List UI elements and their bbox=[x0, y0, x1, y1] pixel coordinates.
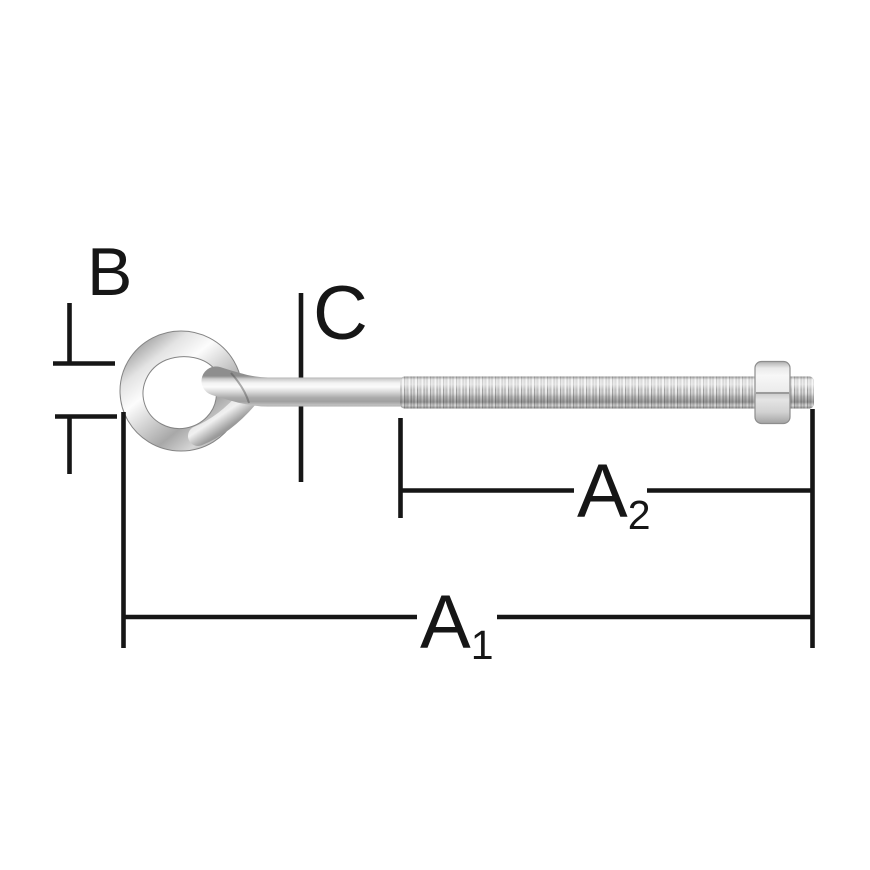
dimension-line-a1 bbox=[121, 409, 815, 648]
dim-label-a2-main: A bbox=[577, 449, 628, 534]
dim-label-a2-sub: 2 bbox=[628, 492, 651, 538]
dim-label-a1: A1 bbox=[420, 580, 494, 668]
eye-bolt-illustration bbox=[119, 330, 814, 452]
threaded-rod-shading bbox=[400, 376, 814, 409]
crossover-crease bbox=[230, 372, 250, 404]
dim-label-a2: A2 bbox=[577, 449, 651, 538]
dim-label-c: C bbox=[313, 271, 368, 356]
dim-label-a1-main: A bbox=[420, 580, 471, 665]
dimension-line-b bbox=[53, 303, 117, 474]
hex-nut bbox=[754, 360, 791, 425]
bolt-shank bbox=[201, 366, 417, 407]
dim-label-a1-sub: 1 bbox=[471, 622, 494, 668]
dimension-line-a2 bbox=[398, 418, 813, 518]
dim-label-b: B bbox=[87, 234, 132, 310]
